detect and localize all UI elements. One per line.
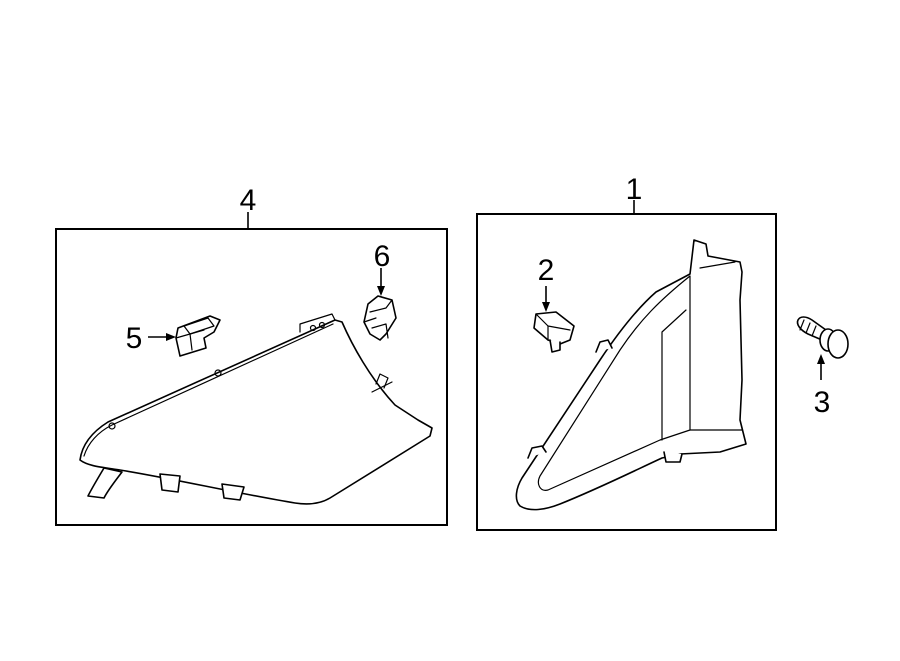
pillar-trim-part-1 — [515, 239, 747, 511]
clip-part-2 — [533, 311, 575, 353]
arrow-5 — [166, 333, 176, 341]
arrow-3 — [817, 354, 825, 364]
trim-panel-part-4 — [79, 313, 433, 505]
arrow-2 — [542, 302, 550, 312]
group-box-4 — [55, 228, 448, 526]
push-pin-part-3 — [796, 316, 849, 359]
retainer-part-6 — [363, 295, 397, 341]
group-box-1 — [476, 213, 777, 531]
arrow-6 — [377, 286, 385, 296]
callout-2: 2 — [538, 254, 555, 287]
callout-1: 1 — [626, 173, 643, 206]
callout-6: 6 — [374, 240, 391, 273]
callout-3: 3 — [814, 386, 831, 419]
callout-4: 4 — [240, 184, 257, 217]
callout-5: 5 — [126, 322, 143, 355]
clip-part-5 — [175, 315, 221, 357]
